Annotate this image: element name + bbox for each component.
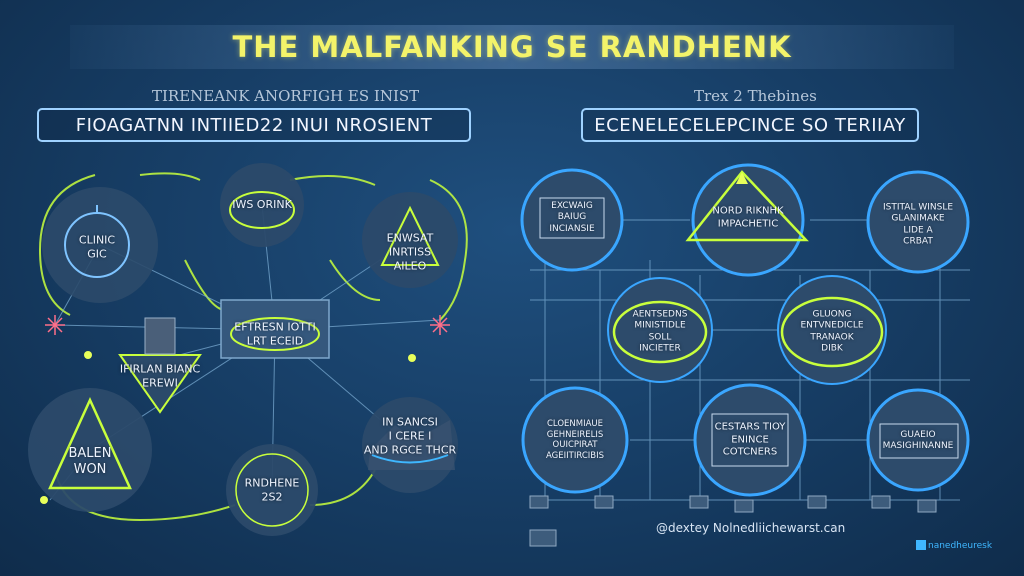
right-star-icon	[430, 315, 450, 335]
node-r4[interactable]	[607, 277, 713, 383]
corner-brand: nanedheuresk	[928, 541, 993, 551]
glow-dot-bottom	[40, 496, 48, 504]
right-header-box: ECENELECELEPCINCE SO TERIIAY	[581, 108, 919, 142]
monitor-icon	[529, 495, 549, 509]
node-r6-label: CLOENMIAUE GEHNEIRELIS OUICPIRAT AGEIITI…	[546, 418, 604, 461]
node-r5-label: GLUONG ENTVNEDICLE TRANAOK DIBK	[800, 309, 864, 354]
node-r7[interactable]	[693, 383, 807, 497]
node-r8-label: GUAEIO MASIGHINANNE	[882, 429, 954, 451]
node-r7-label: CESTARS TIOY ENINCE COTCNERS	[714, 421, 786, 458]
node-l6[interactable]	[28, 388, 152, 512]
node-l4-label: IFIRLAN BIANC EREWI	[119, 362, 201, 389]
node-l8-label: IN SANCSI I CERE I AND RGCE THCR	[363, 415, 457, 456]
node-l2[interactable]	[220, 163, 304, 247]
node-r6[interactable]	[521, 386, 629, 494]
monitor-icon	[807, 495, 827, 509]
node-l1-label: CLINIC GIC	[78, 233, 116, 260]
node-l7-label: RNDHENE 2S2	[244, 476, 300, 503]
node-l3[interactable]	[362, 192, 458, 288]
monitor-icon	[734, 499, 754, 513]
left-loop-top	[139, 172, 201, 181]
left-loop-midright	[329, 259, 381, 301]
node-l1[interactable]	[42, 187, 158, 303]
monitor-icons	[529, 495, 937, 547]
left-subtitle: TIRENEANK ANORFIGH ES INIST	[152, 87, 420, 105]
node-r3-label: ISTITAL WINSLE GLANIMAKE LIDE A CRBAT	[882, 202, 954, 247]
monitor-icon	[917, 499, 937, 513]
left-loop-left	[38, 174, 96, 316]
monitor-icon	[871, 495, 891, 509]
left-star-icon	[45, 315, 65, 335]
node-l3-label: ENWSAT INRTISS AILEO	[386, 231, 434, 272]
node-l2-label: IWS ORINK	[232, 198, 292, 212]
left-loop-bottomright	[309, 469, 376, 506]
node-r3[interactable]	[866, 170, 970, 274]
left-loop-topright	[289, 175, 376, 186]
node-r2[interactable]	[685, 163, 809, 277]
right-subtitle: Trex 2 Thebines	[694, 87, 817, 105]
monitor-icon	[594, 495, 614, 509]
monitor-icon	[689, 495, 709, 509]
left-connectors	[38, 172, 468, 522]
node-r1[interactable]	[520, 168, 624, 272]
node-r5[interactable]	[777, 275, 887, 385]
left-header-box: FIOAGATNN INTIIED22 INUI NROSIENT	[37, 108, 471, 142]
title-bar: THE MALFANKING SE RANDHENK	[70, 25, 954, 69]
node-r1-label: EXCWAIG BAIUG INCIANSIE	[549, 201, 595, 234]
node-l5[interactable]	[220, 299, 330, 359]
footer-handle[interactable]: @dextey Nolnedliichewarst.can	[656, 521, 846, 535]
glow-dot-left	[84, 351, 92, 359]
left-loop-right	[429, 179, 468, 321]
node-l6-label: BALEN WON	[68, 445, 112, 477]
monitor-icon	[529, 529, 557, 547]
node-r4-label: AENTSEDNS MINISTIDLE SOLL INCIETER	[632, 309, 688, 354]
node-l8[interactable]	[362, 397, 458, 493]
node-r2-label: NORD RIKNHK IMPACHETIC	[712, 205, 784, 230]
node-l5-label: EFTRESN IOTTI LRT ECEID	[234, 320, 316, 347]
brand-icon	[916, 540, 926, 550]
node-r8[interactable]	[866, 388, 970, 492]
main-title: THE MALFANKING SE RANDHENK	[232, 30, 792, 64]
glow-dot-right	[408, 354, 416, 362]
node-l7[interactable]	[226, 444, 318, 536]
node-l4[interactable]	[118, 317, 202, 414]
